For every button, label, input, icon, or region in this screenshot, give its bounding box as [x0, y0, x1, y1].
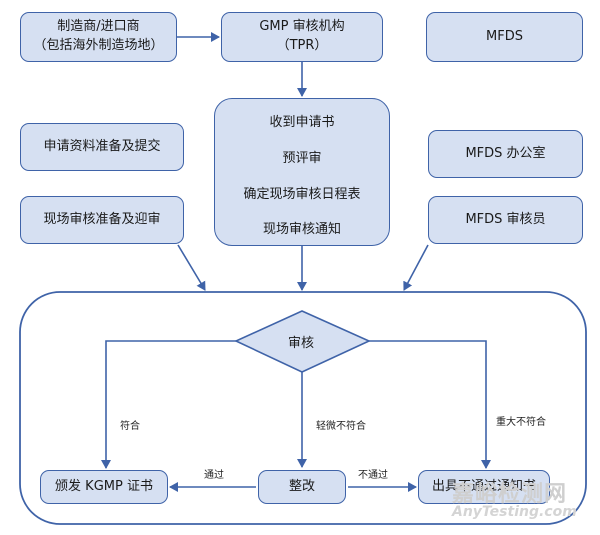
arrow-review-to-fail-notice — [369, 340, 491, 469]
watermark-url: AnyTesting.com — [452, 504, 577, 520]
manufacturer-line2: （包括海外制造场地） — [33, 38, 164, 53]
process-step-3: 确定现场审核日程表 — [243, 187, 361, 202]
edge-label-pass: 通过 — [204, 470, 224, 481]
onsite-prep-node: 现场审核准备及迎审 — [20, 196, 184, 244]
review-label: 审核 — [287, 336, 314, 351]
mfds-auditor-node: MFDS 审核员 — [428, 196, 583, 244]
arrow-auditor-to-review — [403, 244, 429, 291]
mfds-office-label: MFDS 办公室 — [465, 145, 546, 161]
manufacturer-line1: 制造商/进口商 — [57, 19, 140, 35]
arrow-onsite-prep-to-review — [177, 244, 206, 291]
prep-submit-node: 申请资料准备及提交 — [20, 123, 184, 171]
mfds-node: MFDS — [426, 12, 583, 62]
review-container — [19, 291, 587, 525]
rectify-label: 整改 — [288, 478, 315, 494]
mfds-office-node: MFDS 办公室 — [428, 130, 583, 178]
gmp-agency-line1: GMP 审核机构 — [259, 19, 345, 35]
certificate-node: 颁发 KGMP 证书 — [40, 470, 168, 504]
gmp-agency-node: GMP 审核机构 （TPR） — [221, 12, 383, 62]
process-stack: 收到申请书 预评审 确定现场审核日程表 现场审核通知 — [214, 98, 390, 246]
onsite-prep-label: 现场审核准备及迎审 — [43, 211, 161, 227]
process-step-2: 预评审 — [282, 151, 322, 166]
mfds-label: MFDS — [486, 28, 523, 44]
arrow-review-to-certificate — [101, 340, 236, 469]
watermark-text: 嘉峪检测网 — [452, 482, 568, 507]
prep-submit-label: 申请资料准备及提交 — [43, 138, 161, 154]
edge-label-comply: 符合 — [120, 421, 140, 432]
manufacturer-node: 制造商/进口商 （包括海外制造场地） — [20, 12, 177, 62]
edge-label-major: 重大不符合 — [496, 417, 546, 428]
process-step-1: 收到申请书 — [269, 115, 335, 130]
edge-label-minor: 轻微不符合 — [316, 421, 366, 432]
certificate-label: 颁发 KGMP 证书 — [55, 478, 153, 494]
fail-notice-node: 出具不通过通知书 — [418, 470, 550, 504]
fail-notice-label: 出具不通过通知书 — [431, 478, 536, 494]
gmp-agency-line2: （TPR） — [276, 38, 328, 53]
mfds-auditor-label: MFDS 审核员 — [465, 211, 546, 227]
edge-label-fail: 不通过 — [358, 470, 388, 481]
process-step-4: 现场审核通知 — [262, 222, 341, 237]
rectify-node: 整改 — [258, 470, 346, 504]
